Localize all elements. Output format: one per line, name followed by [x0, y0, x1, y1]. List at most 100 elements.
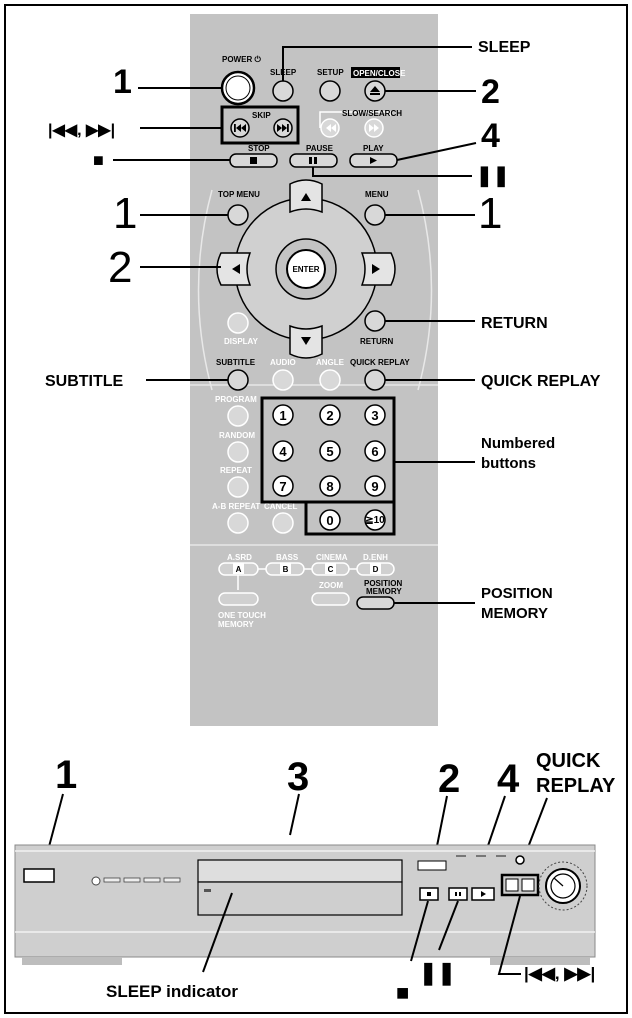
position-memory-button[interactable]	[356, 596, 395, 610]
top-menu-button[interactable]	[227, 204, 249, 226]
player-quick-replay-button[interactable]	[515, 855, 525, 865]
skip-label: SKIP	[252, 111, 271, 120]
num-label-2: 2	[326, 408, 333, 423]
callout-step-4-play: 4	[481, 117, 500, 155]
num-label-5: 5	[326, 444, 333, 459]
display-window	[197, 881, 403, 916]
repeat-label: REPEAT	[220, 466, 252, 475]
disc-tray	[197, 859, 403, 883]
player-skip-forward-button[interactable]	[521, 878, 535, 892]
callout-position-1: POSITION	[481, 585, 553, 602]
num-button-7[interactable]	[272, 475, 294, 497]
num-button-6[interactable]	[364, 440, 386, 462]
callout-step-1-power: 1	[113, 63, 132, 101]
ab-repeat-button[interactable]	[227, 512, 249, 534]
setup-button[interactable]	[319, 80, 341, 102]
open-close-tag	[351, 67, 400, 78]
callout-position-2: MEMORY	[481, 605, 548, 622]
sleep-button[interactable]	[272, 80, 294, 102]
position-memory-label-1: POSITION	[364, 579, 402, 588]
callout-numbered-1: Numbered	[481, 435, 555, 452]
player-callout-pause: ❚❚	[419, 960, 456, 986]
quick-replay-label: QUICK REPLAY	[350, 358, 410, 367]
callout-numbered-2: buttons	[481, 455, 536, 472]
random-button[interactable]	[227, 441, 249, 463]
display-label: DISPLAY	[224, 337, 259, 346]
callout-pause-remote: ❚❚	[476, 165, 510, 188]
player-foot-right	[490, 957, 590, 965]
player-callout-step-1: 1	[55, 753, 77, 797]
letter-c: C	[328, 565, 334, 574]
open-close-label: OPEN/CLOSE	[353, 69, 406, 78]
num-button-9[interactable]	[364, 475, 386, 497]
sleep-indicator	[204, 889, 211, 892]
num-button-0[interactable]	[319, 509, 341, 531]
num-button-2[interactable]	[319, 404, 341, 426]
audio-button[interactable]	[272, 369, 294, 391]
num-button-3[interactable]	[364, 404, 386, 426]
callout-subtitle: SUBTITLE	[45, 373, 124, 390]
num-label-10plus: ≧10	[365, 515, 385, 526]
num-button-4[interactable]	[272, 440, 294, 462]
callout-sleep: SLEEP	[478, 39, 531, 56]
num-label-8: 8	[326, 479, 333, 494]
power-button[interactable]	[220, 70, 256, 106]
cancel-button[interactable]	[272, 512, 294, 534]
player-power-button[interactable]	[23, 868, 55, 883]
num-label-0: 0	[326, 513, 333, 528]
stop-label: STOP	[248, 144, 270, 153]
bass-label: BASS	[276, 553, 299, 562]
top-menu-label: TOP MENU	[218, 190, 260, 199]
player-callout-stop: ■	[396, 980, 409, 1005]
skip-group-box	[220, 105, 300, 145]
num-button-10plus[interactable]	[364, 509, 386, 531]
angle-button[interactable]	[319, 369, 341, 391]
menu-label: MENU	[365, 190, 389, 199]
program-label: PROGRAM	[215, 395, 257, 404]
repeat-button[interactable]	[227, 476, 249, 498]
asrd-label: A.SRD	[227, 553, 252, 562]
program-button[interactable]	[227, 405, 249, 427]
letter-a: A	[236, 565, 242, 574]
zoom-button[interactable]	[311, 592, 350, 606]
letter-d: D	[373, 565, 379, 574]
callout-return: RETURN	[481, 315, 548, 332]
player-open-close-button[interactable]	[417, 860, 447, 871]
one-touch-memory-button[interactable]	[218, 592, 259, 606]
enter-button[interactable]	[286, 249, 326, 289]
player-callout-step-2: 2	[438, 757, 460, 801]
player-skip-back-button[interactable]	[505, 878, 519, 892]
pause-button[interactable]	[289, 153, 338, 168]
power-label: POWER ⏻	[222, 55, 261, 64]
numbered-box-top	[260, 396, 396, 504]
audio-label: AUDIO	[270, 358, 296, 367]
num-button-8[interactable]	[319, 475, 341, 497]
display-button[interactable]	[227, 312, 249, 334]
subtitle-button[interactable]	[227, 369, 249, 391]
num-button-1[interactable]	[272, 404, 294, 426]
position-memory-label-2: MEMORY	[366, 587, 402, 596]
player-callout-quick-2: REPLAY	[536, 775, 616, 797]
player-small-labels	[456, 855, 506, 857]
callout-stop-remote: ■	[93, 150, 104, 170]
denh-label: D.ENH	[363, 553, 388, 562]
subtitle-label: SUBTITLE	[216, 358, 256, 367]
return-button[interactable]	[364, 310, 386, 332]
num-label-7: 7	[279, 479, 286, 494]
quick-replay-button[interactable]	[364, 369, 386, 391]
player-foot-left	[22, 957, 122, 965]
menu-button[interactable]	[364, 204, 386, 226]
num-label-3: 3	[371, 408, 378, 423]
player-callout-sleep-indicator: SLEEP indicator	[106, 982, 238, 1001]
player-callout-quick-1: QUICK	[536, 750, 601, 772]
letter-b: B	[283, 565, 289, 574]
remote-body	[190, 14, 438, 726]
return-label: RETURN	[360, 337, 394, 346]
num-button-5[interactable]	[319, 440, 341, 462]
slow-search-label: SLOW/SEARCH	[342, 109, 402, 118]
player-pause-button[interactable]	[448, 887, 468, 901]
zoom-label: ZOOM	[319, 581, 343, 590]
one-touch-label-2: MEMORY	[218, 620, 254, 629]
